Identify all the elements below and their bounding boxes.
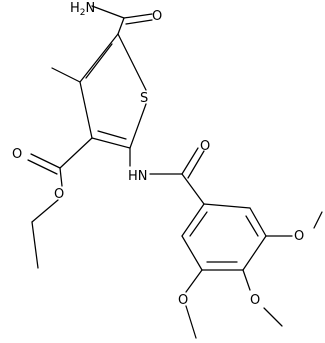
bond-omethoxy-ch3-left (185, 305, 197, 339)
atom-label-o-methoxy-left: O (178, 293, 188, 308)
atom-label-o-amide: O (152, 9, 162, 24)
atom-label-o-ester-ether: O (54, 187, 64, 202)
bond-cbenzamide-o-double (187, 150, 205, 179)
bond-camide-o (123, 13, 153, 19)
bond-c5-camide (117, 17, 125, 35)
bond-cbenzamide-o (181, 147, 199, 175)
bond-ar5-ar6 (181, 235, 203, 271)
bond-ar6-ar1-inner (189, 211, 208, 237)
bond-ar2-ar3-inner (245, 215, 259, 237)
atom-labels: H2N O S O O HN O O O O (12, 1, 304, 308)
bond-ar6-ar1 (181, 203, 205, 237)
bond-ar1-ar2 (203, 203, 251, 209)
bond-c2-s (129, 103, 147, 149)
bond-cester-oether (59, 167, 63, 187)
atom-label-nh: HN (128, 169, 148, 184)
bond-omethoxy-ch3-right (313, 211, 323, 229)
bond-omethoxy-ch3-para (263, 307, 283, 327)
atom-label-s-ring: S (140, 91, 148, 106)
atom-label-nh2: H2N (70, 1, 95, 18)
bond-c3-c2-double (97, 130, 127, 140)
bond-ar5-omethoxy (185, 269, 203, 293)
bond-c5-c4-double (85, 43, 113, 79)
bond-ar2-ar3 (249, 207, 267, 237)
bond-camide-o-double (125, 19, 153, 25)
bond-cbenzamide-ring (181, 173, 205, 205)
bond-c3-cester (59, 137, 93, 169)
bond-ar4-omethoxy (242, 269, 251, 291)
atom-label-o-methoxy-para: O (250, 293, 260, 308)
atom-label-o-methoxy-right: O (294, 229, 304, 244)
bond-c4-methyl (51, 67, 81, 83)
bond-c4-c3 (79, 81, 93, 139)
bond-camide-n (91, 5, 125, 19)
bond-lines (27, 5, 323, 339)
atom-label-o-ester-carbonyl: O (12, 147, 22, 162)
bond-ch2-ch3 (31, 221, 39, 269)
bond-c5-c4 (79, 33, 119, 83)
bond-cester-ocarbonyl-double (27, 159, 58, 175)
bond-oether-ch2 (31, 199, 59, 223)
bond-s-c5 (117, 33, 147, 91)
bond-ar3-ar4 (242, 235, 267, 271)
atom-label-o-benzamide: O (200, 139, 210, 154)
bond-cester-ocarbonyl (30, 153, 61, 169)
bond-c3-c2 (91, 137, 131, 149)
